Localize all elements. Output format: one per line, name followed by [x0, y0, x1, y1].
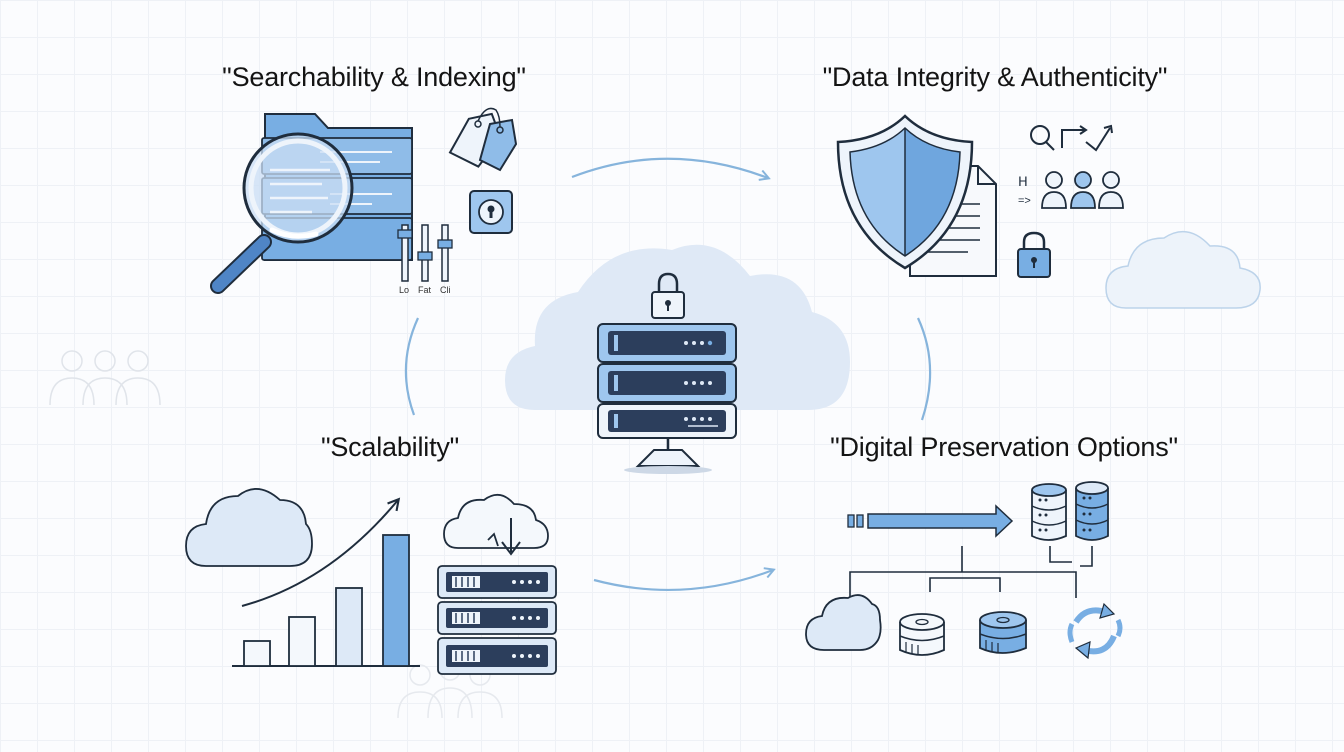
slider-label-2: Fat	[418, 285, 432, 295]
branch-lines	[849, 546, 1093, 598]
arrow-bottom	[593, 570, 773, 592]
background-people-icon	[49, 350, 161, 406]
slider-label-3: Cli	[440, 285, 451, 295]
padlock-icon	[1017, 231, 1051, 278]
team-icon: ᕼ =>	[1018, 171, 1124, 209]
workflow-icon	[1030, 124, 1113, 152]
preservation-illustration	[805, 481, 1123, 660]
central-cloud-server	[505, 244, 850, 474]
slider-controls-icon: Lo Fat Cli	[397, 224, 453, 295]
title-integrity: "Data Integrity & Authenticity"	[822, 62, 1168, 92]
integrity-illustration: ᕼ =>	[836, 114, 1261, 309]
svg-text:=>: =>	[1018, 195, 1031, 207]
searchability-illustration: Lo Fat Cli	[210, 107, 518, 295]
keyhole-lock-icon	[469, 190, 513, 234]
title-scalability: "Scalability"	[320, 432, 460, 462]
title-searchability: "Searchability & Indexing"	[222, 62, 526, 92]
server-stack-icon	[437, 565, 557, 675]
title-preservation: "Digital Preservation Options"	[830, 432, 1178, 462]
arc-left	[404, 317, 420, 416]
sync-icon	[1067, 602, 1123, 660]
slider-label-1: Lo	[399, 285, 409, 295]
svg-text:ᕼ: ᕼ	[1018, 174, 1028, 189]
tag-icon	[448, 107, 518, 172]
database-icon-1	[1031, 483, 1067, 541]
cloud-download-icon	[443, 494, 549, 556]
arc-right	[916, 317, 932, 421]
server-rack-icon	[597, 323, 737, 474]
magnifier-icon	[210, 132, 354, 294]
cloud-icon-small	[805, 594, 882, 651]
transfer-arrow-icon	[847, 504, 1014, 538]
disk-icon-2	[979, 611, 1027, 654]
disk-icon-1	[899, 613, 945, 656]
database-icon-2	[1075, 481, 1109, 541]
bar-chart-icon	[232, 497, 420, 667]
lock-icon	[651, 272, 685, 319]
cloud-icon-left	[185, 488, 313, 567]
arrow-top	[571, 157, 768, 178]
scalability-illustration	[185, 488, 557, 675]
shield-icon	[836, 114, 974, 270]
cloud-icon-right	[1105, 230, 1261, 309]
